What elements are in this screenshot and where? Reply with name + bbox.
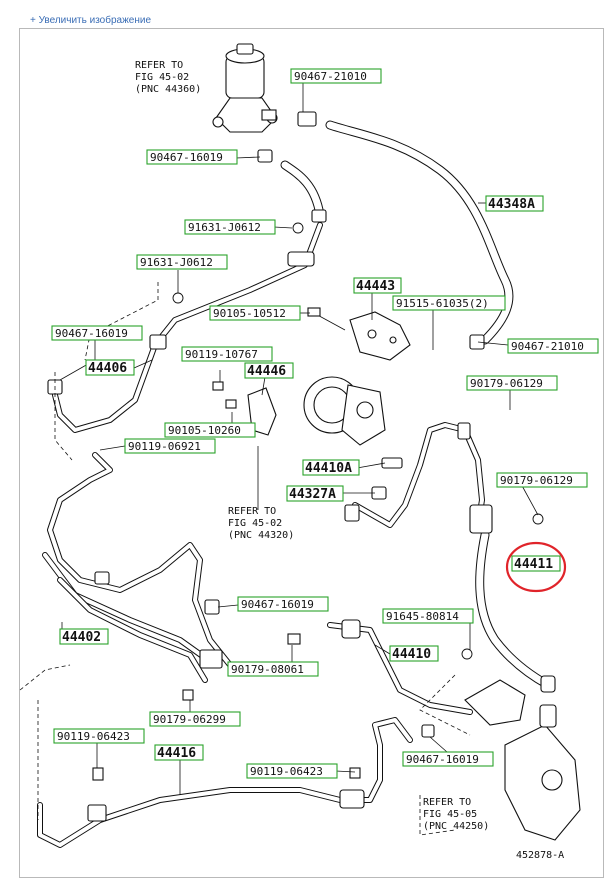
refer-gear: REFER TO FIG 45-05 (PNC 44250) — [423, 797, 489, 832]
svg-text:44402: 44402 — [62, 630, 101, 645]
reservoir-tank — [212, 43, 278, 133]
part-tag[interactable]: 91631-J0612 — [136, 254, 228, 270]
part-tag[interactable]: 90119-06423 — [246, 763, 338, 779]
tube-44406 — [47, 222, 323, 433]
svg-text:(PNC 44360): (PNC 44360) — [135, 84, 201, 95]
part-tag[interactable]: 90179-08061 — [227, 661, 319, 677]
highlight-circle — [505, 541, 567, 593]
svg-text:44410A: 44410A — [305, 461, 352, 476]
refer-pump: REFER TO FIG 45-02 (PNC 44320) — [228, 506, 294, 541]
part-tag[interactable]: 90467-21010 — [290, 68, 382, 84]
svg-text:90467-16019: 90467-16019 — [241, 598, 314, 611]
part-tag[interactable]: 90467-16019 — [146, 149, 238, 165]
svg-text:90179-06129: 90179-06129 — [500, 474, 573, 487]
enlarge-image-link[interactable]: + Увеличить изображение — [30, 15, 152, 26]
svg-text:44406: 44406 — [88, 361, 127, 376]
svg-text:90467-16019: 90467-16019 — [406, 753, 479, 766]
refer-reservoir: REFER TO FIG 45-02 (PNC 44360) — [135, 60, 201, 95]
diagram-frame — [19, 28, 604, 878]
svg-text:90467-16019: 90467-16019 — [150, 151, 223, 164]
part-tag[interactable]: 90467-21010 — [507, 338, 599, 354]
part-tag[interactable]: 90105-10260 — [164, 422, 256, 438]
part-tag[interactable]: 44402 — [59, 628, 109, 645]
svg-text:44446: 44446 — [247, 364, 286, 379]
suction-hose — [257, 149, 327, 223]
svg-text:91515-61035(2): 91515-61035(2) — [396, 297, 489, 310]
part-tag[interactable]: 90179-06129 — [496, 472, 588, 488]
top-bar: + Увеличить изображение — [0, 0, 613, 30]
part-tag[interactable]: 91645-80814 — [382, 608, 474, 624]
svg-text:90467-21010: 90467-21010 — [511, 340, 584, 353]
diagram-code: 452878-A — [516, 850, 564, 861]
svg-text:90467-21010: 90467-21010 — [294, 70, 367, 83]
svg-text:90119-06423: 90119-06423 — [57, 730, 130, 743]
svg-text:44327A: 44327A — [289, 487, 336, 502]
svg-text:90105-10260: 90105-10260 — [168, 424, 241, 437]
tube-44416 — [37, 717, 413, 848]
svg-text:90119-06921: 90119-06921 — [128, 440, 201, 453]
svg-text:REFER TO: REFER TO — [423, 797, 471, 808]
pressure-tube-44410 — [344, 422, 485, 528]
part-tag[interactable]: 44410 — [389, 645, 439, 662]
part-tag-44411[interactable]: 44411 — [511, 555, 561, 572]
part-tag[interactable]: 44406 — [85, 359, 135, 376]
svg-text:90119-06423: 90119-06423 — [250, 765, 323, 778]
part-tag[interactable]: 44348A — [485, 195, 544, 212]
part-tag[interactable]: 90467-16019 — [237, 596, 329, 612]
svg-text:90119-10767: 90119-10767 — [185, 348, 258, 361]
return-hose-44348a — [297, 111, 514, 350]
steering-gear — [504, 704, 581, 841]
svg-text:44348A: 44348A — [488, 197, 535, 212]
part-tag[interactable]: 90179-06129 — [466, 375, 558, 391]
svg-text:90179-08061: 90179-08061 — [231, 663, 304, 676]
svg-text:FIG 45-05: FIG 45-05 — [423, 809, 477, 820]
return-tube-lower — [287, 619, 526, 738]
part-tag[interactable]: 44416 — [154, 744, 204, 761]
part-tag[interactable]: 44446 — [244, 362, 294, 379]
part-tag[interactable]: 91631-J0612 — [184, 219, 276, 235]
part-tag[interactable]: 91515-61035(2) — [392, 295, 506, 311]
svg-text:44411: 44411 — [514, 557, 553, 572]
pressure-hose-44411 — [469, 504, 556, 693]
part-tag[interactable]: 90119-06423 — [53, 728, 145, 744]
svg-text:90467-16019: 90467-16019 — [55, 327, 128, 340]
svg-text:FIG 45-02: FIG 45-02 — [135, 72, 189, 83]
part-tag[interactable]: 90467-16019 — [402, 751, 494, 767]
part-tag[interactable]: 44443 — [353, 277, 402, 294]
svg-text:44416: 44416 — [157, 746, 196, 761]
svg-text:91645-80814: 91645-80814 — [386, 610, 459, 623]
svg-text:(PNC 44250): (PNC 44250) — [423, 821, 489, 832]
svg-text:44410: 44410 — [392, 647, 431, 662]
part-tag[interactable]: 90467-16019 — [51, 325, 143, 341]
svg-text:90179-06129: 90179-06129 — [470, 377, 543, 390]
cooler-tubes-44402 — [42, 452, 233, 701]
svg-text:91631-J0612: 91631-J0612 — [140, 256, 213, 269]
svg-text:90179-06299: 90179-06299 — [153, 713, 226, 726]
part-tag[interactable]: 44410A — [302, 459, 360, 476]
part-tag[interactable]: 90179-06299 — [149, 711, 241, 727]
svg-text:90105-10512: 90105-10512 — [213, 307, 286, 320]
part-tag[interactable]: 44327A — [286, 485, 344, 502]
svg-text:91631-J0612: 91631-J0612 — [188, 221, 261, 234]
svg-text:(PNC 44320): (PNC 44320) — [228, 530, 294, 541]
part-tag[interactable]: 90105-10512 — [209, 305, 301, 321]
svg-text:FIG 45-02: FIG 45-02 — [228, 518, 282, 529]
svg-text:REFER TO: REFER TO — [135, 60, 183, 71]
svg-text:REFER TO: REFER TO — [228, 506, 276, 517]
part-tag[interactable]: 90119-10767 — [181, 346, 273, 362]
svg-text:44443: 44443 — [356, 279, 395, 294]
part-tag[interactable]: 90119-06921 — [124, 438, 216, 454]
